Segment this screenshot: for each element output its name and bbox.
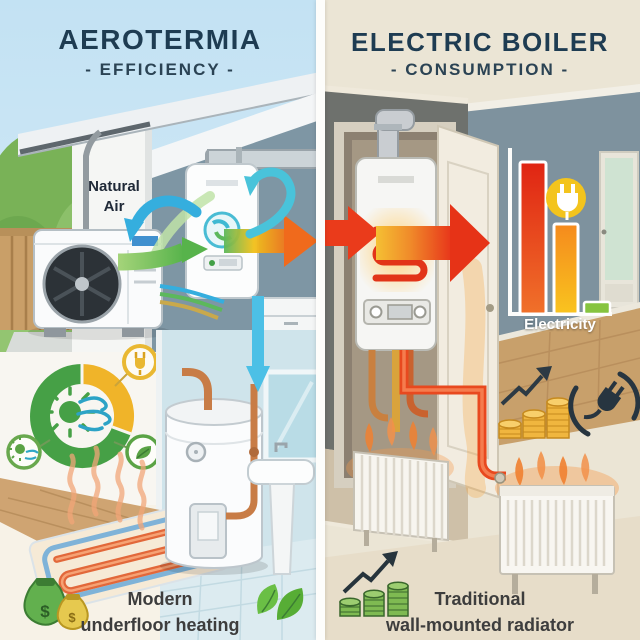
electric-boiler-illustration <box>320 0 640 640</box>
blue-gray-wall <box>462 92 640 348</box>
gold-coins-icon <box>498 366 570 439</box>
green-inflow-arrow <box>117 243 188 271</box>
green-coins-icon <box>339 551 409 617</box>
ceiling-trim <box>320 85 469 104</box>
radiator-right <box>494 451 619 594</box>
blue-intake-arrow <box>130 195 202 230</box>
return-pipe <box>226 384 258 520</box>
natural-air-label: Natural Air <box>58 177 170 218</box>
plug-badge-icon <box>546 178 586 220</box>
growth-arrow-icon <box>342 559 390 594</box>
door-handle <box>486 304 494 312</box>
money-bag-icon: $ $ <box>23 578 89 630</box>
water-heater-tank <box>160 368 268 575</box>
hot-water-pipe <box>182 368 212 410</box>
left-panel-subtitle: - EFFICIENCY - <box>85 60 235 79</box>
heat-trail <box>462 258 488 498</box>
airflow-arrows <box>117 167 318 392</box>
bar-orange <box>552 222 580 316</box>
outdoor-heat-pump-unit <box>28 229 172 340</box>
bar-green <box>582 300 612 316</box>
plug-icon <box>122 344 158 380</box>
right-panel-subtitle: - CONSUMPTION - <box>390 60 570 79</box>
electricity-axis-label: Electricity <box>524 316 596 333</box>
leaves-icon <box>257 584 304 620</box>
sun-wind-icon <box>6 434 42 470</box>
growth-arrow-icon <box>500 374 544 406</box>
left-caption-line1: Modern <box>127 589 193 609</box>
aerotermia-panel: $ $ <box>0 0 320 640</box>
bathroom-sink <box>247 442 315 575</box>
aerotermia-illustration: $ $ <box>0 0 320 640</box>
radiator-left <box>346 417 454 552</box>
wind-icon <box>76 396 112 432</box>
boiler-pipes <box>368 350 429 432</box>
consumption-bar-chart <box>508 148 612 316</box>
right-panel-title: ELECTRIC BOILER <box>351 27 609 57</box>
panel-divider <box>316 0 325 640</box>
right-caption-line1: Traditional <box>434 589 526 609</box>
left-caption-line2: underfloor heating <box>80 615 240 635</box>
glass-door <box>599 151 639 309</box>
electric-boiler-panel: ELECTRIC BOILER - CONSUMPTION - Electric… <box>320 0 640 640</box>
left-caption: Modern underfloor heating <box>0 586 320 638</box>
natural-air-line1: Natural <box>88 178 140 195</box>
teal-recirculation-arrow <box>245 167 296 239</box>
right-caption-line2: wall-mounted radiator <box>385 615 574 635</box>
radiator-valve <box>494 472 506 484</box>
red-outflow-arrow <box>376 204 490 282</box>
dollar-symbol: $ <box>40 602 50 621</box>
natural-air-line2: Air <box>103 198 125 216</box>
gutter <box>19 121 151 155</box>
refrigerant-pipes <box>159 284 225 320</box>
downspout <box>83 129 102 284</box>
dollar-symbol: $ <box>68 610 76 625</box>
bar-red <box>518 160 548 316</box>
crown-molding <box>462 84 640 114</box>
dark-plug-icon <box>568 371 640 437</box>
right-caption: Traditional wall-mounted radiator <box>320 586 640 638</box>
left-panel-title: AEROTERMIA <box>58 24 262 55</box>
